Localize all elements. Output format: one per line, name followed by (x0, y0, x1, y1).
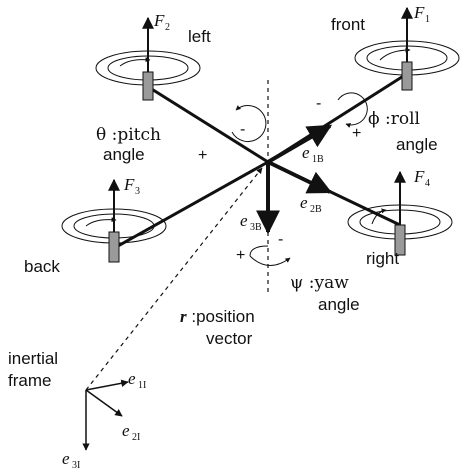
roll-angle-label: ϕ :roll (368, 109, 420, 129)
svg-text:e: e (302, 143, 310, 162)
axis-e2I-arrow (85, 389, 123, 417)
arm-back (117, 160, 269, 248)
pitch-plus: + (198, 147, 207, 164)
svg-text:1B: 1B (312, 154, 324, 165)
rotor-left (95, 16, 201, 101)
rotor-back-label: back (24, 257, 60, 276)
svg-text:e: e (300, 193, 308, 212)
svg-text:F: F (153, 11, 165, 30)
svg-text:2: 2 (165, 22, 170, 33)
svg-text:e: e (62, 449, 70, 468)
svg-text:F: F (413, 3, 425, 22)
svg-text:e: e (128, 369, 136, 388)
rotor-front (354, 6, 460, 91)
axis-e1I-arrow (85, 379, 129, 391)
svg-text:e: e (240, 211, 248, 230)
axis-e1B-label: e 1B (302, 143, 324, 165)
arm-left (149, 86, 269, 164)
svg-text:2B: 2B (310, 204, 322, 215)
position-vector-line (85, 167, 263, 391)
axis-e3B-label: e 3B (240, 211, 262, 233)
svg-text:vector: vector (206, 329, 253, 348)
inertial-frame-label-2: frame (8, 371, 51, 390)
svg-text:r :position: r :position (180, 307, 255, 326)
rotor-front-label: front (331, 15, 365, 34)
svg-text:3I: 3I (72, 460, 80, 471)
yaw-plus: + (236, 247, 245, 264)
pitch-angle-label-2: angle (103, 145, 145, 164)
svg-text:F: F (123, 175, 135, 194)
force-F2-label: F 2 (153, 11, 170, 33)
axis-e1I-label: e 1I (128, 369, 146, 391)
axis-e2I-label: e 2I (122, 421, 140, 443)
inertial-frame-label: inertial (8, 349, 58, 368)
roll-angle-label-2: angle (396, 135, 438, 154)
position-vector-label: r :position vector (180, 307, 255, 348)
svg-text:2I: 2I (132, 432, 140, 443)
rotor-right (347, 170, 453, 256)
svg-text:F: F (413, 167, 425, 186)
rotor-back (61, 178, 167, 263)
roll-plus: + (352, 125, 361, 142)
axis-e2B-label: e 2B (300, 193, 322, 215)
svg-text:3: 3 (135, 186, 140, 197)
svg-text:3B: 3B (250, 222, 262, 233)
pitch-rotation-arrow (231, 105, 267, 142)
rotor-right-label: right (366, 249, 399, 268)
roll-rotation-arrow (337, 92, 368, 128)
rotor-left-label: left (188, 27, 211, 46)
yaw-rotation-arrow (249, 255, 291, 266)
svg-text:e: e (122, 421, 130, 440)
svg-text:4: 4 (425, 178, 430, 189)
yaw-rotation-arrow-tail (249, 245, 269, 257)
force-F1-label: F 1 (413, 3, 430, 25)
force-F3-label: F 3 (123, 175, 140, 197)
yaw-angle-label-2: angle (318, 295, 360, 314)
yaw-angle-label: ψ :yaw (290, 273, 349, 293)
force-F4-label: F 4 (413, 167, 430, 189)
pitch-minus: - (240, 121, 245, 138)
axis-e1B-arrow (266, 124, 333, 164)
axis-e3I-label: e 3I (62, 449, 80, 471)
roll-minus: - (316, 95, 321, 112)
yaw-minus: - (278, 231, 283, 248)
svg-text:1: 1 (425, 14, 430, 25)
axis-e2B-arrow (267, 160, 333, 194)
pitch-angle-label: θ :pitch (96, 125, 161, 145)
svg-text:1I: 1I (138, 380, 146, 391)
